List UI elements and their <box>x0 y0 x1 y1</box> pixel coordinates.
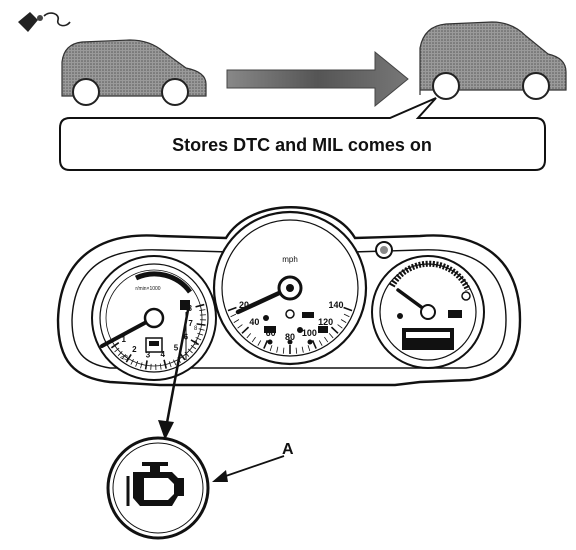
mil-pointer-arrow <box>158 309 190 440</box>
major-tick <box>330 326 339 334</box>
warning-lamps <box>263 309 328 345</box>
minor-tick <box>246 333 252 339</box>
check-engine-icon <box>106 436 210 540</box>
minor-tick <box>121 354 127 360</box>
minor-tick <box>187 348 193 354</box>
car-before <box>61 39 207 106</box>
minor-tick <box>324 336 329 343</box>
scale-label: 2 <box>132 345 137 354</box>
major-tick <box>311 340 317 349</box>
fuel-temp-gauge <box>371 255 485 369</box>
minor-tick <box>343 313 350 318</box>
minor-tick <box>199 309 206 311</box>
minor-tick <box>190 344 197 350</box>
scale-label: 100 <box>302 328 317 338</box>
tachometer-low-mark: <3 <box>120 355 128 362</box>
speedometer-ticks <box>227 306 353 354</box>
caption-text: Stores DTC and MIL comes on <box>172 135 432 155</box>
major-tick <box>110 342 120 349</box>
minor-tick <box>301 346 304 353</box>
minor-tick <box>159 363 162 370</box>
minor-tick <box>295 347 298 354</box>
callout-a-label: A <box>282 441 294 458</box>
svg-text:9: 9 <box>194 341 198 347</box>
speedometer-unit: mph <box>282 255 298 264</box>
major-tick <box>343 306 353 312</box>
minor-tick <box>307 345 311 352</box>
major-tick <box>125 353 132 363</box>
major-tick <box>241 326 250 334</box>
scale-label: 60 <box>266 328 276 338</box>
svg-text:8: 8 <box>194 326 198 332</box>
minor-tick <box>197 332 204 336</box>
minor-tick <box>114 347 120 353</box>
tachometer-hub <box>143 307 165 329</box>
scale-label: 5 <box>174 344 179 353</box>
minor-tick <box>340 319 347 323</box>
major-tick <box>195 303 205 308</box>
car-after <box>419 21 567 100</box>
minor-tick <box>173 359 177 366</box>
tachometer-ticks <box>110 303 206 370</box>
tachometer-redzone <box>134 271 193 294</box>
right-arrow-icon <box>226 50 409 108</box>
ignition-key-icon <box>18 12 71 32</box>
minor-tick <box>230 313 237 318</box>
minor-tick <box>140 362 143 369</box>
major-tick <box>190 339 200 346</box>
scale-label: 120 <box>318 317 333 327</box>
minor-tick <box>282 347 285 354</box>
scale-label: 1 <box>121 335 126 344</box>
minor-tick <box>233 319 240 323</box>
minor-tick <box>135 360 139 367</box>
minor-tick <box>195 337 202 341</box>
minor-tick <box>237 324 243 329</box>
major-tick <box>227 306 237 312</box>
minor-tick <box>269 345 273 352</box>
minor-tick <box>328 333 334 339</box>
scale-label: 80 <box>285 332 295 342</box>
tachometer-unit: r/min×1000 <box>135 286 160 292</box>
callout-a: A <box>212 441 294 482</box>
scale-label: 3 <box>146 350 151 359</box>
minor-tick <box>276 346 279 353</box>
major-tick <box>144 360 148 370</box>
minor-tick <box>117 351 123 356</box>
scale-label: 4 <box>160 350 165 359</box>
minor-tick <box>130 359 134 365</box>
major-tick <box>196 323 206 326</box>
scale-label: 7 <box>188 319 193 328</box>
scale-label: 40 <box>249 317 259 327</box>
minor-tick <box>168 361 172 368</box>
scale-label: 8 <box>188 304 193 313</box>
major-tick <box>263 340 269 349</box>
minor-tick <box>251 336 256 343</box>
major-tick <box>163 359 167 369</box>
tachometer: 12345678 r/min×1000 <3 8 9 <box>91 255 217 381</box>
odometer-display <box>402 328 454 350</box>
scale-label: 20 <box>239 300 249 310</box>
minor-tick <box>318 340 323 346</box>
minor-tick <box>257 340 262 346</box>
minor-tick <box>337 324 343 329</box>
caption-callout: Stores DTC and MIL comes on <box>59 97 546 171</box>
minor-tick <box>198 328 205 331</box>
instrument-cluster: 12345678 r/min×1000 <3 8 9 2040608010012… <box>56 206 522 440</box>
scale-label: 140 <box>329 300 344 310</box>
